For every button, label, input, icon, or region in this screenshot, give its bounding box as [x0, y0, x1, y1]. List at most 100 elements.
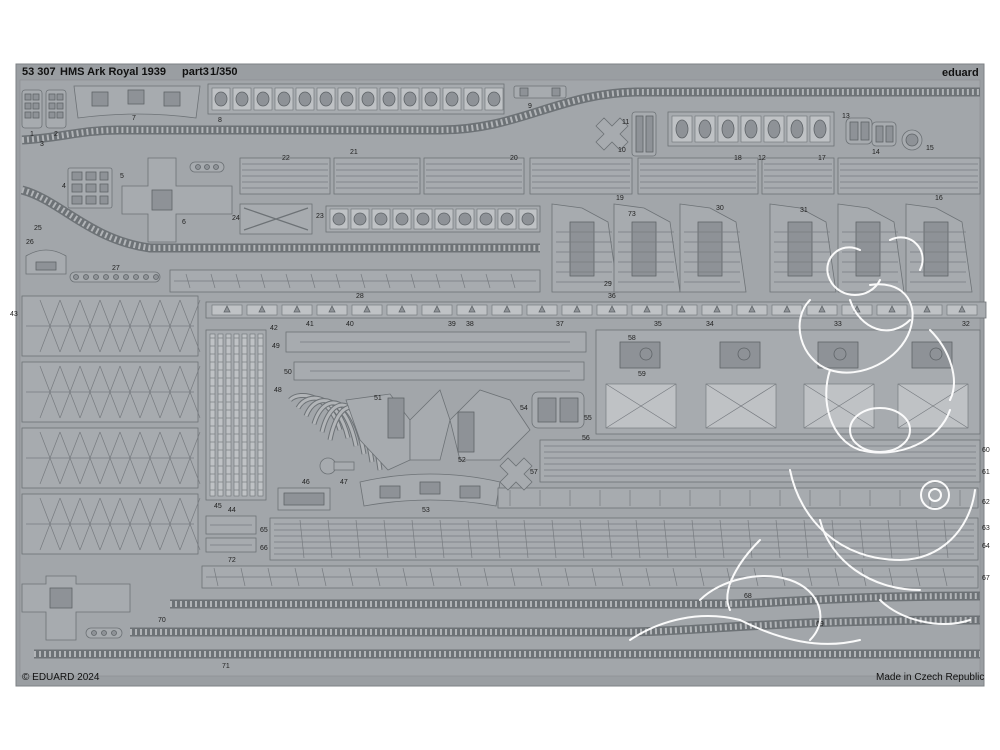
part-number-label: 2 — [54, 131, 58, 138]
part-number-label: 42 — [270, 325, 278, 332]
part-number-label: 57 — [530, 469, 538, 476]
part-number-label: 8 — [218, 117, 222, 124]
part-number-label: 15 — [926, 145, 934, 152]
part-number-label: 19 — [616, 195, 624, 202]
part-number-label: 63 — [982, 525, 990, 532]
brand-logo: eduard — [942, 67, 979, 79]
part-number-label: 54 — [520, 405, 528, 412]
copyright-text: © EDUARD 2024 — [22, 672, 100, 683]
part-27-upper — [189, 161, 225, 173]
part-number-label: 24 — [232, 215, 240, 222]
part-number-label: 1 — [30, 131, 34, 138]
part-number-label: 46 — [302, 479, 310, 486]
part-number-label: 70 — [158, 617, 166, 624]
part-27-strip — [69, 271, 161, 283]
part-number-label: 47 — [340, 479, 348, 486]
part-number-label: 4 — [62, 183, 66, 190]
eduard-rabbit-logo-icon — [629, 236, 976, 645]
kit-title: HMS Ark Royal 1939 — [60, 66, 166, 78]
part-number-label: 36 — [608, 293, 616, 300]
part-number-label: 21 — [350, 149, 358, 156]
part-number-label: 14 — [872, 149, 880, 156]
part-number-label: 60 — [982, 447, 990, 454]
part-15 — [901, 129, 923, 151]
part-63-64 — [269, 517, 979, 561]
plank-row-upper — [239, 157, 981, 195]
part-number-label: 51 — [374, 395, 382, 402]
part-58-59-frames — [639, 347, 943, 361]
part-number-label: 59 — [638, 371, 646, 378]
part-number-label: 7 — [132, 115, 136, 122]
part-number-label: 65 — [260, 527, 268, 534]
part-number-label: 27 — [112, 265, 120, 272]
part-number-label: 6 — [182, 219, 186, 226]
kit-code: 53 307 — [22, 66, 56, 78]
part-26 — [25, 249, 67, 275]
part-number-label: 28 — [356, 293, 364, 300]
part-7 — [73, 85, 201, 119]
part-57-61 — [539, 439, 981, 483]
part-2 — [45, 89, 67, 129]
part-12-grilles — [667, 111, 835, 147]
part-number-label: 45 — [214, 503, 222, 510]
part-number-label: 10 — [618, 147, 626, 154]
part-10-top — [595, 117, 629, 151]
part-number-label: 11 — [622, 119, 629, 126]
part-number-label: 30 — [716, 205, 724, 212]
part-number-label: 39 — [448, 321, 456, 328]
part-number-label: 67 — [982, 575, 990, 582]
part-14 — [871, 121, 897, 147]
part-number-label: 49 — [272, 343, 280, 350]
part-6-lower — [21, 575, 131, 641]
part-number-label: 40 — [346, 321, 354, 328]
part-number-label: 38 — [466, 321, 474, 328]
part-47 — [319, 457, 355, 475]
part-number-label: 44 — [228, 507, 236, 514]
part-62 — [497, 487, 979, 509]
part-number-label: 71 — [222, 663, 230, 670]
part-number-label: 37 — [556, 321, 564, 328]
part-50 — [293, 361, 585, 381]
part-44-rails — [205, 329, 267, 501]
part-number-label: 16 — [935, 195, 943, 202]
part-number-label: 34 — [706, 321, 714, 328]
door-frames — [551, 203, 973, 293]
part-13 — [845, 117, 873, 145]
part-65-66-72 — [205, 515, 257, 553]
part-number-label: 13 — [842, 113, 850, 120]
part-number-label: 5 — [120, 173, 124, 180]
part-51-52 — [345, 389, 531, 471]
part-8-grilles — [207, 83, 505, 115]
part-number-label: 52 — [458, 457, 466, 464]
part-10-cross — [499, 457, 533, 491]
part-number-label: 3 — [40, 141, 44, 148]
part-number-label: 12 — [758, 155, 766, 162]
part-53 — [359, 473, 501, 507]
part-number-label: 50 — [284, 369, 292, 376]
part-28 — [169, 269, 541, 293]
part-number-label: 43 — [10, 311, 18, 318]
part-number-label: 66 — [260, 545, 268, 552]
part-9 — [513, 85, 567, 99]
part-number-label: 62 — [982, 499, 990, 506]
part-number-label: 64 — [982, 543, 990, 550]
part-number-label: 31 — [800, 207, 808, 214]
part-number-label: 26 — [26, 239, 34, 246]
part-number-label: 23 — [316, 213, 324, 220]
part-43-lattices — [21, 295, 201, 555]
part-69-rail — [130, 615, 981, 637]
part-number-label: 9 — [528, 103, 532, 110]
fret-footer: © EDUARD 2024 Made in Czech Republic — [22, 672, 984, 683]
part-number-label: 53 — [422, 507, 430, 514]
part-4 — [67, 167, 113, 209]
part-number-label: 73 — [628, 211, 636, 218]
part-11 — [631, 111, 657, 157]
part-number-label: 58 — [628, 335, 636, 342]
part-27-lower — [85, 627, 123, 639]
plate-row — [205, 301, 987, 319]
part-46 — [277, 487, 331, 511]
part-number-label: 48 — [274, 387, 282, 394]
part-3-rail — [21, 87, 980, 145]
part-67 — [201, 565, 979, 589]
part-23-grilles — [325, 205, 541, 233]
